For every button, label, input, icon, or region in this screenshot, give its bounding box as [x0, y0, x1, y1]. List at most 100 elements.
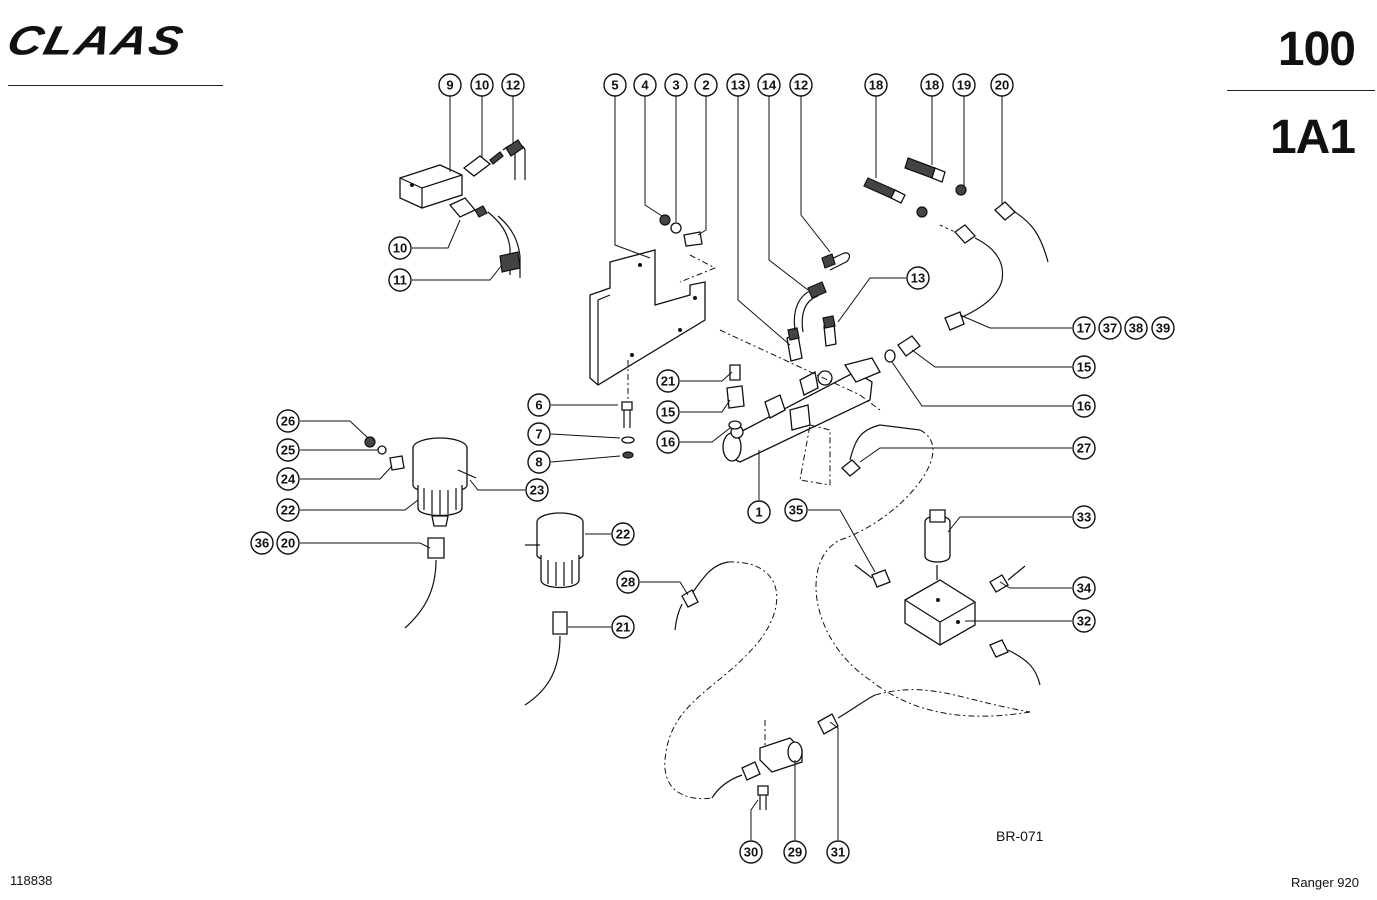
callout-label: 9 — [446, 78, 453, 93]
callout-label: 7 — [535, 427, 542, 442]
callout-label: 21 — [661, 374, 675, 389]
callout-17: 17 — [1072, 316, 1096, 340]
callout-37: 37 — [1098, 316, 1122, 340]
callout-27: 27 — [1072, 436, 1096, 460]
callout-label: 5 — [611, 78, 618, 93]
callout-label: 18 — [925, 78, 939, 93]
callout-1: 1 — [747, 500, 771, 524]
callout-2: 2 — [694, 73, 718, 97]
callout-20-b: 20 — [276, 531, 300, 555]
callout-18-b: 18 — [920, 73, 944, 97]
leader-lines — [300, 95, 1072, 840]
callout-38: 38 — [1124, 316, 1148, 340]
callout-label: 16 — [661, 435, 675, 450]
callout-32: 32 — [1072, 609, 1096, 633]
callout-13-b: 13 — [906, 266, 930, 290]
callout-label: 29 — [788, 845, 802, 860]
callout-label: 38 — [1129, 321, 1143, 336]
callout-label: 22 — [616, 527, 630, 542]
callout-label: 39 — [1156, 321, 1170, 336]
callout-label: 10 — [393, 241, 407, 256]
callout-14: 14 — [757, 73, 781, 97]
callout-16: 16 — [656, 430, 680, 454]
callout-label: 22 — [281, 503, 295, 518]
callout-33: 33 — [1072, 505, 1096, 529]
callout-label: 2 — [702, 78, 709, 93]
callout-label: 30 — [744, 845, 758, 860]
callout-set: 9 10 12 5 4 3 2 13 14 12 18 18 19 20 10 … — [250, 73, 1175, 864]
callout-15-b: 15 — [656, 400, 680, 424]
group-code: 1A1 — [1269, 111, 1356, 164]
callout-label: 10 — [475, 78, 489, 93]
callout-35: 35 — [784, 498, 808, 522]
callout-11: 11 — [388, 268, 412, 292]
header-divider — [1227, 90, 1375, 91]
callout-label: 19 — [957, 78, 971, 93]
callout-label: 20 — [995, 78, 1009, 93]
callout-22: 22 — [276, 498, 300, 522]
logo-underline — [8, 85, 223, 86]
callout-label: 23 — [530, 483, 544, 498]
callout-30: 30 — [739, 840, 763, 864]
callout-4: 4 — [633, 73, 657, 97]
callout-label: 12 — [794, 78, 808, 93]
document-id: 118838 — [10, 873, 53, 888]
callout-21-b: 21 — [611, 615, 635, 639]
callout-label: 35 — [789, 503, 803, 518]
callout-label: 31 — [831, 845, 845, 860]
callout-39: 39 — [1151, 316, 1175, 340]
diagram-reference-code: BR-071 — [996, 828, 1044, 844]
diagram-artwork — [364, 139, 1049, 810]
callout-label: 27 — [1077, 441, 1091, 456]
callout-24: 24 — [276, 467, 300, 491]
callout-label: 6 — [535, 398, 542, 413]
callout-label: 37 — [1103, 321, 1117, 336]
callout-label: 4 — [641, 78, 649, 93]
callout-label: 16 — [1077, 399, 1091, 414]
callout-label: 11 — [393, 273, 407, 288]
callout-18: 18 — [864, 73, 888, 97]
model-name: Ranger 920 — [1291, 875, 1359, 890]
callout-25: 25 — [276, 438, 300, 462]
callout-21: 21 — [656, 369, 680, 393]
callout-36: 36 — [250, 531, 274, 555]
callout-label: 25 — [281, 443, 295, 458]
callout-label: 20 — [281, 536, 295, 551]
callout-20: 20 — [990, 73, 1014, 97]
callout-12-b: 12 — [789, 73, 813, 97]
page-number: 100 — [1277, 23, 1356, 76]
callout-label: 1 — [755, 505, 762, 520]
callout-label: 36 — [255, 536, 269, 551]
callout-13: 13 — [726, 73, 750, 97]
callout-12: 12 — [501, 73, 525, 97]
callout-16-b: 16 — [1072, 394, 1096, 418]
callout-7: 7 — [527, 422, 551, 446]
callout-34: 34 — [1072, 576, 1096, 600]
callout-6: 6 — [527, 393, 551, 417]
callout-10: 10 — [470, 73, 494, 97]
callout-label: 33 — [1077, 510, 1091, 525]
callout-label: 14 — [762, 78, 777, 93]
callout-label: 21 — [616, 620, 630, 635]
callout-10-b: 10 — [388, 236, 412, 260]
callout-label: 8 — [535, 455, 542, 470]
callout-label: 26 — [281, 414, 295, 429]
callout-label: 15 — [1077, 360, 1091, 375]
callout-label: 24 — [281, 472, 296, 487]
callout-label: 17 — [1077, 321, 1091, 336]
callout-5: 5 — [603, 73, 627, 97]
callout-22-b: 22 — [611, 522, 635, 546]
callout-label: 13 — [731, 78, 745, 93]
callout-28: 28 — [616, 570, 640, 594]
callout-label: 12 — [506, 78, 520, 93]
callout-label: 28 — [621, 575, 635, 590]
callout-31: 31 — [826, 840, 850, 864]
callout-label: 3 — [672, 78, 679, 93]
callout-label: 15 — [661, 405, 675, 420]
callout-3: 3 — [664, 73, 688, 97]
callout-29: 29 — [783, 840, 807, 864]
callout-label: 32 — [1077, 614, 1091, 629]
callout-15: 15 — [1072, 355, 1096, 379]
callout-19: 19 — [952, 73, 976, 97]
